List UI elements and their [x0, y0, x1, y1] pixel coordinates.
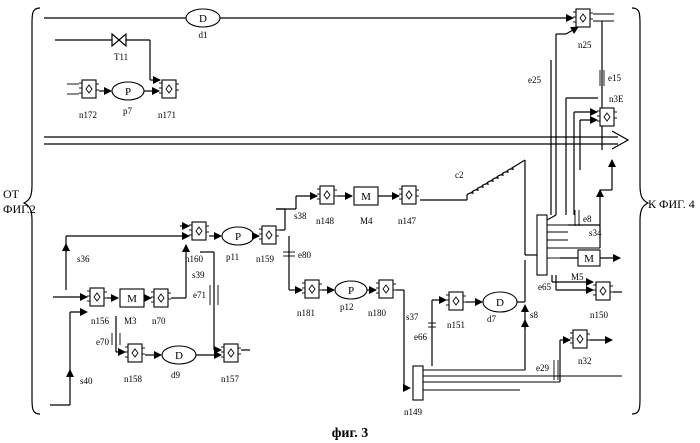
unit-p11-name: p11 — [226, 252, 239, 262]
node-n172-label: n172 — [79, 110, 97, 120]
node-n149-label: n149 — [404, 407, 423, 417]
signal-e66: e66 — [414, 332, 427, 342]
node-n160-label: n160 — [185, 254, 204, 264]
figure-caption: фиг. 3 — [332, 426, 369, 441]
node-n151-label: n151 — [447, 320, 465, 330]
unit-p12-letter: P — [348, 285, 354, 297]
node-n160 — [189, 222, 209, 240]
node-n180 — [376, 280, 396, 298]
node-n70 — [151, 289, 171, 307]
node-n70-label: n70 — [152, 316, 166, 326]
signal-e65: e65 — [538, 282, 551, 292]
node-n148 — [317, 186, 337, 204]
unit-d7-name: d7 — [487, 314, 497, 324]
node-n172 — [79, 80, 99, 98]
unit-p11-letter: P — [235, 231, 241, 243]
node-n171-label: n171 — [158, 110, 176, 120]
node-n32 — [570, 330, 590, 348]
unit-p7-letter: P — [125, 86, 131, 98]
node-n151 — [446, 292, 466, 310]
node-n157 — [221, 344, 241, 362]
unit-m5-letter: M — [584, 253, 594, 265]
signal-s36: s36 — [77, 254, 90, 264]
unit-d7-letter: D — [496, 297, 504, 309]
signal-e8: e8 — [583, 214, 592, 224]
node-n158 — [125, 344, 145, 362]
node-n158-label: n158 — [124, 374, 143, 384]
valve-t11 — [112, 34, 126, 46]
signal-e71: e71 — [193, 290, 206, 300]
node-n3e — [597, 108, 617, 126]
signal-e25: e25 — [528, 75, 541, 85]
unit-m3-letter: M — [127, 293, 137, 305]
node-n147 — [399, 186, 419, 204]
signal-e80: e80 — [298, 250, 311, 260]
signal-s37: s37 — [406, 312, 419, 322]
signal-s8: s8 — [530, 310, 539, 320]
node-n159 — [259, 226, 279, 244]
signal-s40: s40 — [80, 376, 93, 386]
node-n25 — [573, 9, 593, 27]
node-n180-label: n180 — [368, 308, 387, 318]
node-n157-label: n157 — [221, 374, 240, 384]
node-n25-label: n25 — [578, 40, 592, 50]
node-n159-label: n159 — [256, 254, 275, 264]
signal-s38: s38 — [294, 211, 307, 221]
node-n3e-label: n3E — [609, 94, 624, 104]
signal-c2: c2 — [455, 170, 464, 180]
node-n32-label: n32 — [578, 356, 592, 366]
unit-d1-letter: D — [199, 13, 207, 25]
node-n147-label: n147 — [398, 216, 417, 226]
node-n148-label: n148 — [316, 216, 335, 226]
node-n156-label: n156 — [91, 316, 110, 326]
node-n156 — [87, 288, 107, 306]
spring-c2 — [467, 160, 525, 200]
right-brace — [632, 8, 648, 414]
unit-d9-name: d9 — [171, 370, 181, 380]
signal-e70: e70 — [96, 337, 109, 347]
node-n150 — [593, 282, 613, 300]
central-block — [537, 215, 547, 275]
valve-t11-name: T11 — [114, 52, 128, 62]
unit-m5-name: M5 — [571, 272, 584, 282]
unit-m3-name: M3 — [124, 316, 137, 326]
unit-d1-name: d1 — [199, 30, 208, 40]
unit-m4-letter: M — [361, 191, 371, 203]
node-n181-label: n181 — [297, 308, 315, 318]
node-n181 — [302, 280, 322, 298]
unit-m4-name: M4 — [360, 216, 373, 226]
right-label: К ФИГ. 4 — [648, 197, 695, 211]
signal-e15: e15 — [608, 73, 621, 83]
node-n171 — [159, 80, 179, 98]
left-label-line1: ОТ — [3, 187, 20, 201]
unit-p12-name: p12 — [340, 302, 354, 312]
node-n150-label: n150 — [590, 310, 609, 320]
unit-p7-name: p7 — [123, 106, 133, 116]
signal-e29: e29 — [536, 363, 549, 373]
signal-s39: s39 — [192, 270, 205, 280]
left-label-line2: ФИГ.2 — [3, 202, 36, 216]
unit-d9-letter: D — [175, 350, 183, 362]
node-n149 — [413, 366, 423, 400]
signal-s34: s34 — [589, 228, 602, 238]
